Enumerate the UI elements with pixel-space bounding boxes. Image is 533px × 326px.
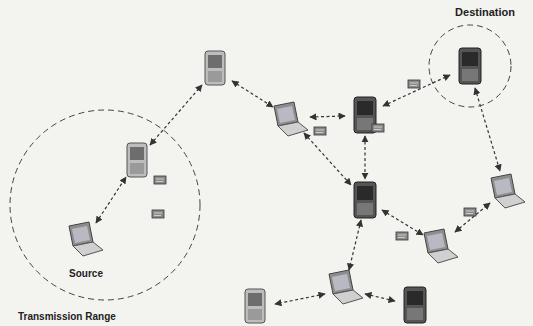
- packets: [152, 80, 476, 240]
- node-label: Source: [69, 268, 103, 280]
- range-outline: [429, 25, 511, 107]
- source-node: Source: [58, 222, 114, 280]
- transmission-range: Transmission RangeSource: [10, 110, 200, 300]
- range-circle: [10, 110, 200, 300]
- devices: [69, 48, 525, 323]
- link-lines: [96, 75, 500, 304]
- range-outline: [10, 110, 200, 300]
- destination-node: Destination: [425, 2, 517, 110]
- range-circle: [425, 2, 517, 110]
- node-label: Transmission Range: [18, 311, 116, 323]
- node-label: Destination: [455, 6, 515, 18]
